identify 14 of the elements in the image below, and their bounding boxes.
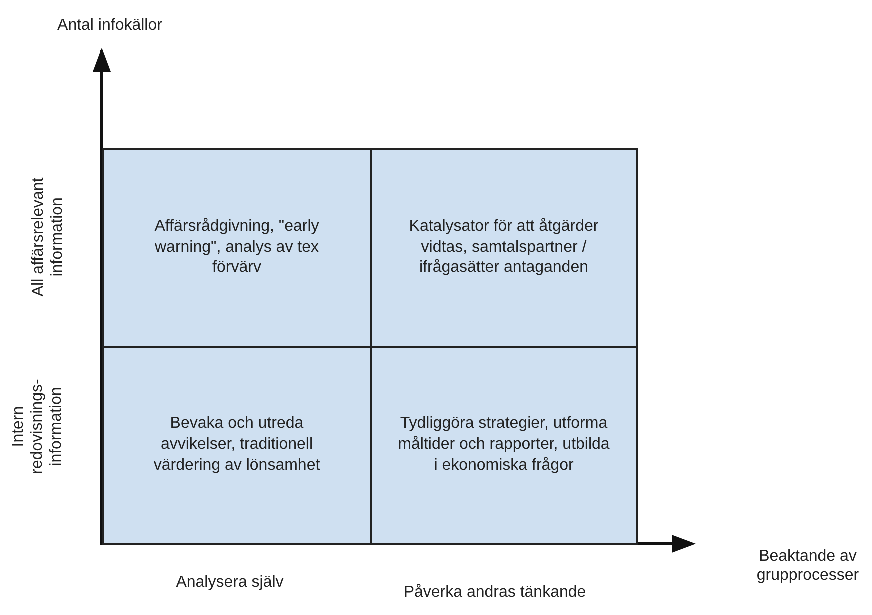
- row-label: Intern redovisnings- information: [9, 378, 67, 476]
- x-axis-title: Beaktande av grupprocesser: [756, 547, 860, 586]
- row-label: All affärsrelevant information: [28, 176, 67, 299]
- quadrant-text: Tydliggöra strategier, utforma måltider och rapporter, utbilda i ekonomiska frågor: [397, 414, 611, 476]
- quadrant-cell: [102, 346, 372, 545]
- column-label: Påverka andras tänkande: [402, 582, 588, 602]
- column-label: Analysera själv: [175, 572, 285, 592]
- quadrant-text: Bevaka och utreda avvikelser, traditionell värdering av lönsamhet: [152, 414, 322, 476]
- quadrant-text: Katalysator för att åtgärder vidtas, samtalspartner / ifrågasätter antaganden: [408, 216, 600, 278]
- quadrant-text: Affärsrådgivning, "early warning", analys av tex förvärv: [154, 216, 320, 278]
- quadrant-cell: [370, 148, 638, 348]
- quadrant-cell: [102, 148, 372, 348]
- y-axis-title: Antal infokällor: [56, 16, 164, 35]
- quadrant-cell: [370, 346, 638, 545]
